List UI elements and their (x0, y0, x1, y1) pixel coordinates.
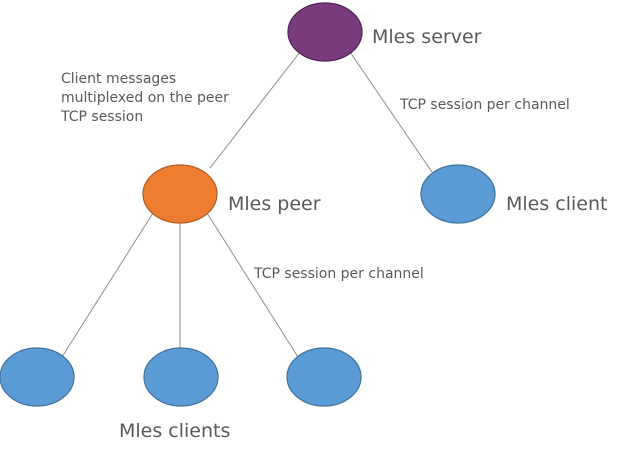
peer-node (142, 164, 218, 224)
client-node (420, 164, 496, 224)
server-node (287, 2, 363, 62)
clients-to-peer-note: TCP session per channel (254, 266, 424, 282)
client-label: Mles client (506, 193, 608, 215)
client-to-server-note: TCP session per channel (400, 97, 570, 113)
edge-client-to-server (349, 51, 433, 173)
peer-client-node-middle (143, 347, 219, 407)
edge-peer-to-server (209, 51, 301, 169)
peer-client-node-left (0, 347, 75, 407)
peer-clients-label: Mles clients (119, 420, 231, 442)
edge-peer-to-client-right (206, 212, 299, 358)
edge-peer-to-client-left (61, 212, 154, 358)
peer-label: Mles peer (228, 193, 321, 215)
peer-client-node-right (286, 347, 362, 407)
peer-to-server-note: Client messages multiplexed on the peer … (61, 71, 229, 125)
server-label: Mles server (372, 26, 482, 48)
